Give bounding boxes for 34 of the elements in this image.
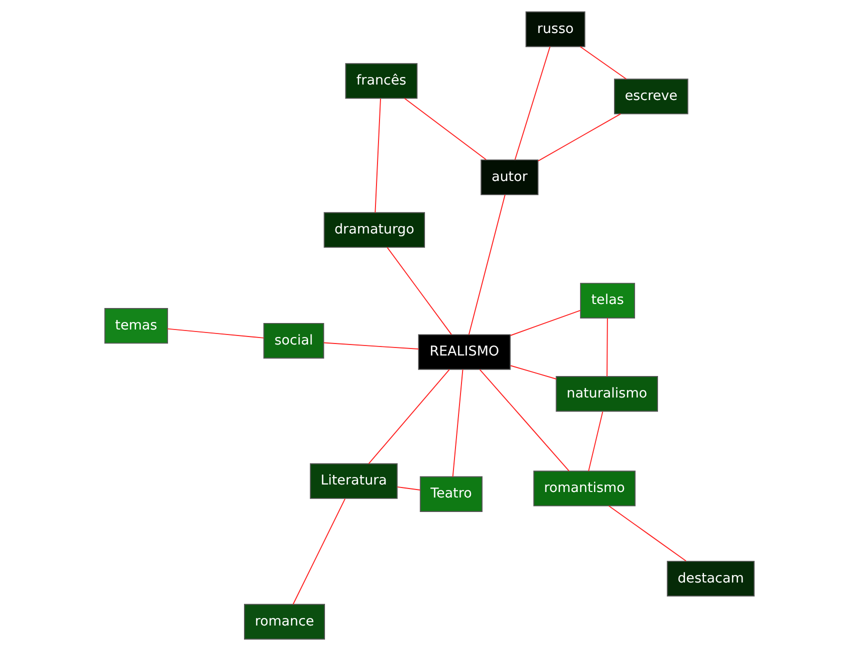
connector xyxy=(606,318,608,377)
connector xyxy=(322,342,418,350)
node-box: escreve xyxy=(614,78,688,114)
node-box: autor xyxy=(480,159,538,196)
connector xyxy=(537,113,621,162)
node-box: REALISMO xyxy=(418,334,510,370)
node-box: russo xyxy=(525,11,585,48)
connector xyxy=(292,498,346,605)
node-box: Literatura xyxy=(309,463,398,499)
connector xyxy=(588,411,603,472)
connector xyxy=(510,365,556,380)
connector xyxy=(579,46,626,80)
node-box: social xyxy=(262,322,324,359)
node-box: destacam xyxy=(666,560,754,597)
connector xyxy=(608,505,686,562)
node-box: romantismo xyxy=(532,470,636,506)
node-box: naturalismo xyxy=(555,376,658,412)
connector xyxy=(166,328,264,338)
node-box: francês xyxy=(344,63,418,99)
connector xyxy=(514,46,550,160)
node-box: dramaturgo xyxy=(323,212,424,248)
node-box: temas xyxy=(104,308,168,344)
connector xyxy=(404,98,486,160)
node-box: romance xyxy=(244,604,324,640)
node-box: telas xyxy=(580,282,635,318)
connector xyxy=(452,369,463,478)
node-box: Teatro xyxy=(419,476,482,512)
connector xyxy=(368,369,450,464)
connector xyxy=(386,246,452,336)
connector xyxy=(468,194,505,336)
connector xyxy=(374,98,381,214)
connector xyxy=(509,310,580,336)
connector xyxy=(396,486,420,490)
connector xyxy=(478,369,569,472)
